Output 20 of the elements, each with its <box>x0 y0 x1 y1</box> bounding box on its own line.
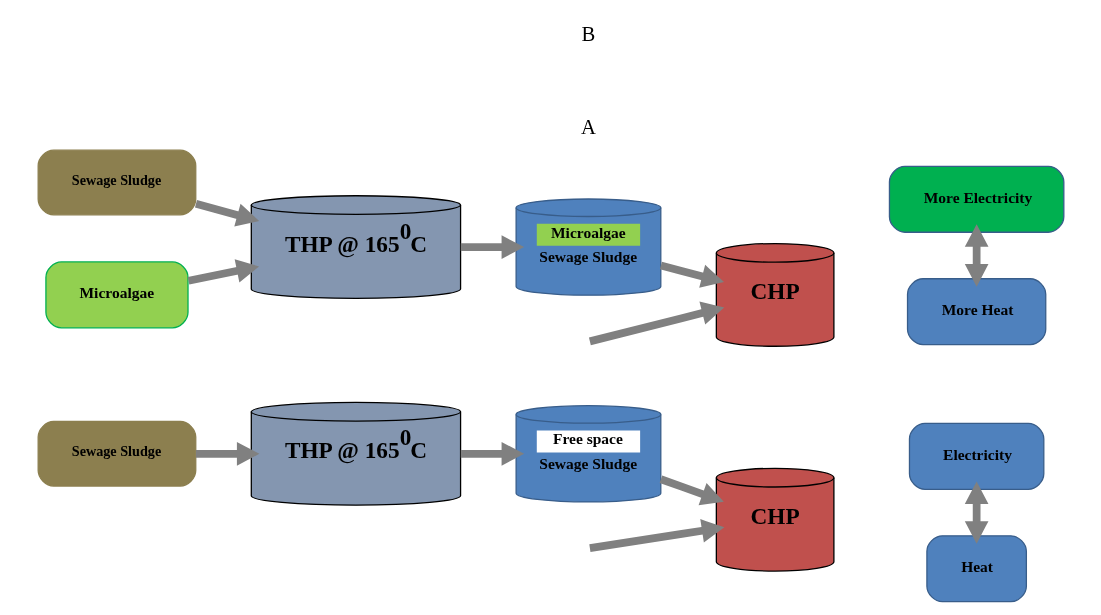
label: B <box>581 23 595 46</box>
arrow <box>964 481 988 544</box>
arrow <box>588 519 724 552</box>
arrow <box>659 475 724 506</box>
arrow <box>187 259 259 285</box>
arrow <box>195 441 259 466</box>
arrow <box>588 301 724 346</box>
arrow <box>460 235 524 259</box>
arrow <box>194 200 259 227</box>
arrow <box>460 441 524 466</box>
arrow <box>964 224 988 287</box>
node-box: Electricity <box>908 422 1044 490</box>
node-box: Heat <box>925 535 1027 603</box>
node-box: Sewage Sludge <box>37 149 196 216</box>
label: A <box>580 116 596 139</box>
node-box: Sewage Sludge <box>37 420 196 487</box>
node-box: Microalgae <box>44 261 189 329</box>
arrow <box>659 261 724 288</box>
node-box: More Electricity <box>888 165 1064 233</box>
node-box: More Heat <box>906 278 1046 346</box>
